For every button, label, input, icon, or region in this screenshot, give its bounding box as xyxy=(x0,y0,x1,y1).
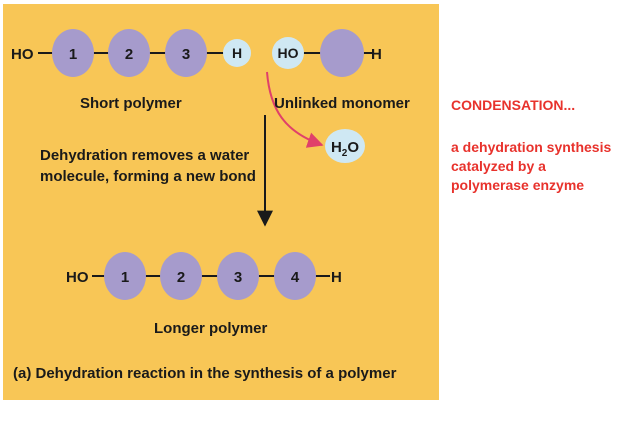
short-polymer-chain: HO 1 2 3 H xyxy=(11,29,251,77)
short-monomer-1 xyxy=(52,29,94,77)
long-monomer-3-label: 3 xyxy=(234,269,242,286)
longer-polymer-chain: HO 1 2 3 4 H xyxy=(66,252,342,300)
monomer-ho-circle xyxy=(272,37,304,69)
long-monomer-2-label: 2 xyxy=(177,269,185,286)
monomer-ho: HO xyxy=(278,45,299,61)
water-h: H xyxy=(331,139,342,156)
description-line-1: Dehydration removes a water xyxy=(40,147,250,164)
short-monomer-3-label: 3 xyxy=(182,46,190,63)
long-monomer-4-label: 4 xyxy=(291,269,300,286)
short-monomer-3 xyxy=(165,29,207,77)
long-chain-ho: HO xyxy=(66,269,89,286)
dehydration-description: Dehydration removes a water molecule, fo… xyxy=(40,145,256,187)
water-o: O xyxy=(347,139,359,156)
short-polymer-label: Short polymer xyxy=(80,95,182,112)
longer-polymer-label: Longer polymer xyxy=(154,320,268,337)
condensation-title: CONDENSATION... xyxy=(451,97,576,113)
monomer-body xyxy=(320,29,364,77)
long-chain-h: H xyxy=(331,269,342,286)
unlinked-monomer-label: Unlinked monomer xyxy=(274,95,410,112)
short-chain-h-circle xyxy=(223,39,251,67)
water-molecule: H2O xyxy=(325,129,365,163)
figure-caption: (a) Dehydration reaction in the synthesi… xyxy=(13,365,397,382)
condensation-explanation: a dehydration synthesis catalyzed by a p… xyxy=(451,138,611,195)
short-monomer-1-label: 1 xyxy=(69,46,77,63)
short-monomer-2-label: 2 xyxy=(125,46,133,63)
short-chain-ho: HO xyxy=(11,46,34,63)
long-monomer-2 xyxy=(160,252,202,300)
short-chain-h: H xyxy=(232,45,242,61)
long-monomer-1 xyxy=(104,252,146,300)
water-subscript: 2 xyxy=(342,148,348,159)
short-monomer-2 xyxy=(108,29,150,77)
explanation-line-2: catalyzed by a xyxy=(451,158,546,174)
explanation-line-1: a dehydration synthesis xyxy=(451,139,612,155)
monomer-h: H xyxy=(371,46,382,63)
explanation-line-3: polymerase enzyme xyxy=(451,177,585,193)
long-monomer-4 xyxy=(274,252,316,300)
water-release-arrow xyxy=(266,71,324,148)
long-monomer-3 xyxy=(217,252,259,300)
water-circle xyxy=(325,129,365,163)
water-label: H2O xyxy=(331,139,359,159)
unlinked-monomer: HO H xyxy=(272,29,382,77)
long-monomer-1-label: 1 xyxy=(121,269,129,286)
description-line-2: molecule, forming a new bond xyxy=(40,168,256,185)
